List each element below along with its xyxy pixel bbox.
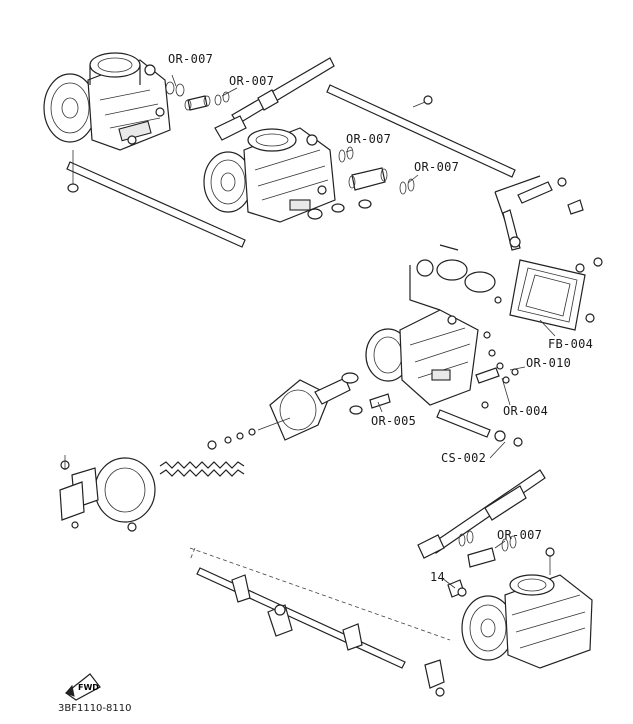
carburetor-assembly-4 xyxy=(447,547,593,669)
callout-or007-a: OR-007 xyxy=(168,52,214,66)
callout-or007-b: OR-007 xyxy=(229,74,275,88)
carburetor-assembly-2 xyxy=(203,127,372,223)
callout-or005: OR-005 xyxy=(371,414,417,428)
fwd-label: FWD xyxy=(78,683,99,692)
linkage-bar-right xyxy=(326,84,516,178)
callout-or007-c: OR-007 xyxy=(346,132,392,146)
fuel-hose-lower xyxy=(417,469,546,568)
callout-or007-d: OR-007 xyxy=(414,160,460,174)
callout-or010: OR-010 xyxy=(526,356,572,370)
carburetor-assembly-1 xyxy=(43,52,171,151)
callout-part-14: 14 xyxy=(430,570,446,584)
callout-leaders xyxy=(171,74,556,589)
linkage-bar-left xyxy=(66,150,246,248)
drawing-number: 3BF1110-8110 xyxy=(58,703,132,714)
callout-cs002: CS-002 xyxy=(441,451,487,465)
float-chamber-gasket xyxy=(509,259,595,331)
carburetor-cap xyxy=(59,455,156,532)
lower-linkage xyxy=(189,547,451,697)
callout-fb004: FB-004 xyxy=(548,337,594,351)
diaphragm-piston xyxy=(269,372,391,441)
carburetor-body-center xyxy=(365,309,479,406)
spring-and-needle xyxy=(159,417,291,477)
joint-pipe-upper xyxy=(165,81,230,111)
callout-or004: OR-004 xyxy=(503,404,549,418)
callout-or007-e: OR-007 xyxy=(497,528,543,542)
jet-parts xyxy=(436,331,523,447)
forward-direction-marker: FWD xyxy=(64,673,101,701)
joint-pipe-middle xyxy=(338,146,415,195)
float-assembly xyxy=(409,244,502,311)
fuel-hose-upper xyxy=(214,57,335,141)
throttle-bracket xyxy=(494,175,603,273)
